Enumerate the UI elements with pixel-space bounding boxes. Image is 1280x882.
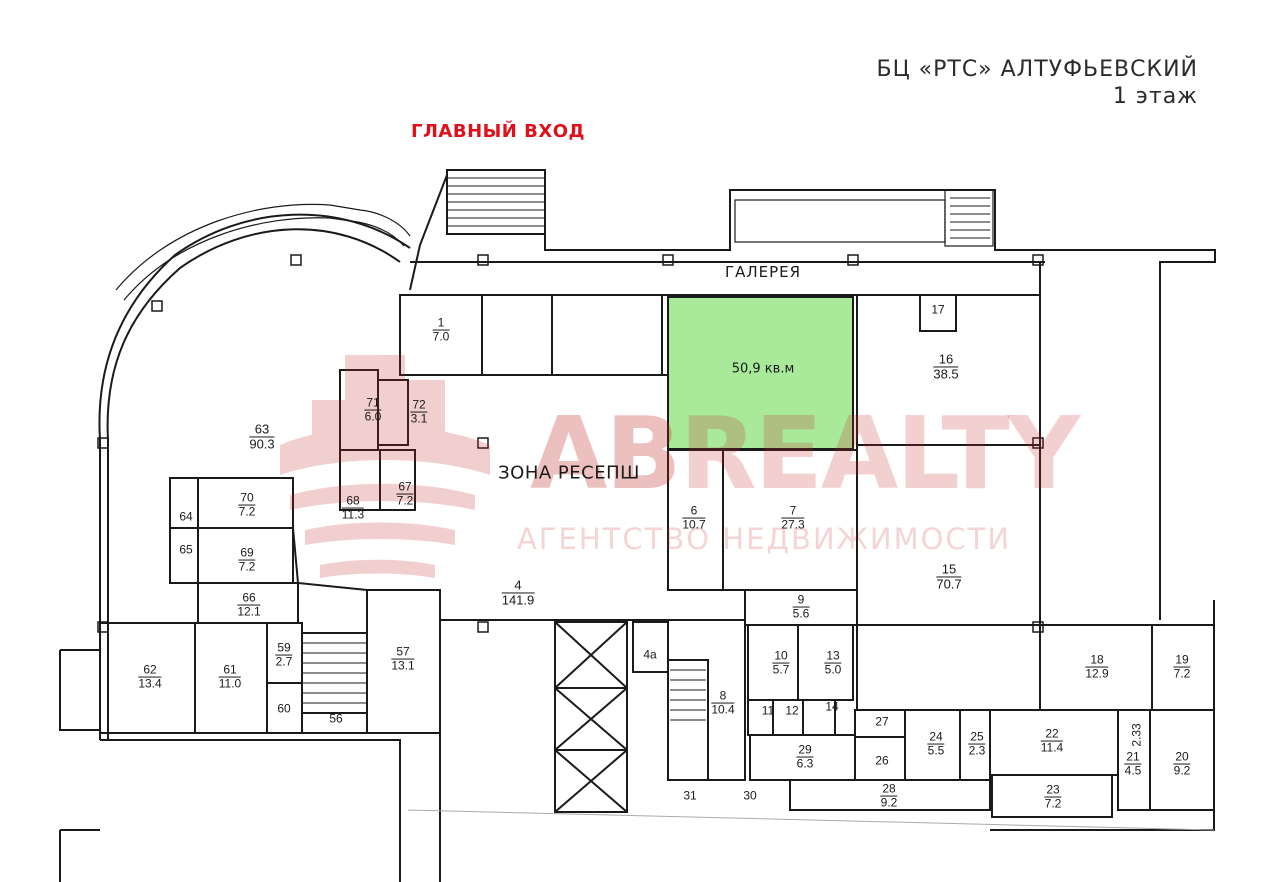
room-11[interactable]: 11 (761, 703, 775, 718)
watermark-logo-icon (280, 355, 490, 578)
room-31[interactable]: 31 (683, 788, 697, 803)
gallery-label: ГАЛЕРЕЯ (724, 263, 802, 281)
room-60[interactable]: 60 (277, 701, 291, 716)
main-entrance-label: ГЛАВНЫЙ ВХОД (411, 121, 586, 142)
room-12[interactable]: 12 (785, 703, 799, 718)
room-30[interactable]: 30 (743, 788, 757, 803)
room-14[interactable]: 14 (825, 699, 839, 714)
floor-label: 1 этаж (1112, 84, 1198, 109)
room-26[interactable]: 26 (875, 753, 889, 768)
reception-label: ЗОНА РЕСЕПШ (498, 462, 640, 484)
watermark-tagline: АГЕНТСТВО НЕДВИЖИМОСТИ (517, 522, 1012, 556)
room-56[interactable]: 56 (329, 711, 343, 726)
highlighted-premises (667, 296, 854, 450)
room-4a[interactable]: 4а (643, 647, 657, 662)
curved-canopy (115, 203, 411, 291)
room-17[interactable]: 17 (931, 302, 945, 317)
building-name: БЦ «РТС» АЛТУФЬЕВСКИЙ (876, 57, 1198, 82)
curved-inner-wall (106, 228, 401, 740)
plan-title: БЦ «РТС» АЛТУФЬЕВСКИЙ 1 этаж (876, 56, 1198, 110)
room-65[interactable]: 65 (179, 542, 193, 557)
highlight-area-label[interactable]: 50,9 кв.м (731, 361, 795, 377)
room-64[interactable]: 64 (179, 509, 193, 524)
watermark-name: ABREALTY (530, 395, 1080, 512)
curved-outer-wall (98, 213, 411, 740)
dimension-2-33: 2.33 (1129, 723, 1144, 747)
room-27[interactable]: 27 (875, 714, 889, 729)
